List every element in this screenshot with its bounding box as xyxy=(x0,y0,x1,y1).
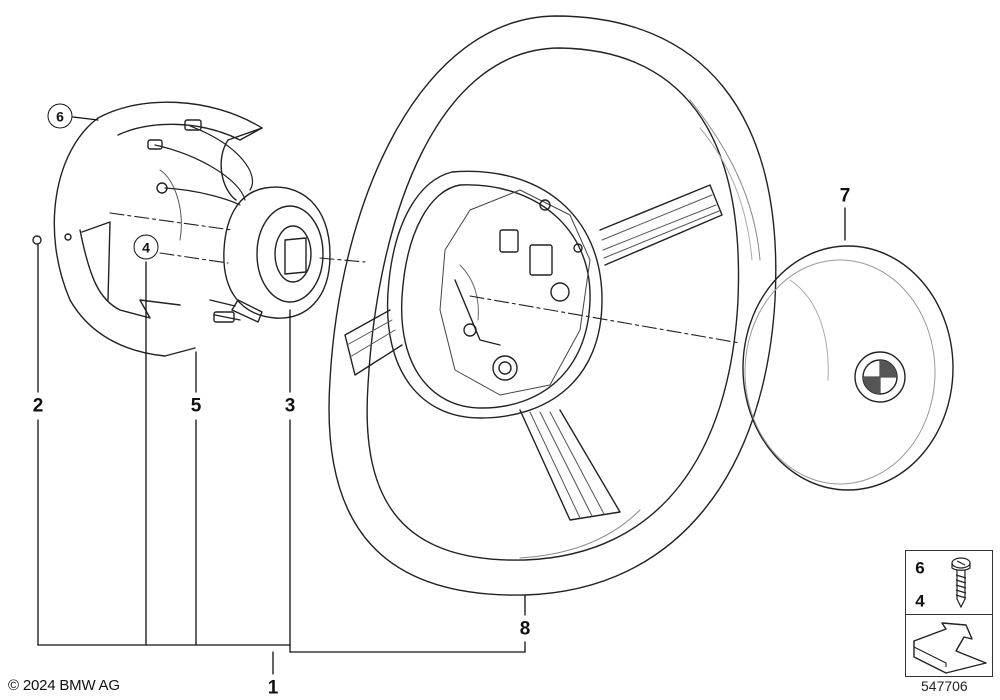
callout-8: 8 xyxy=(519,618,531,640)
callout-1: 1 xyxy=(267,677,279,699)
inset-label-bottom: 4 xyxy=(915,591,925,611)
diagram-id-number: 547706 xyxy=(921,678,968,694)
screw-icon xyxy=(951,557,971,609)
clock-spring-part xyxy=(209,186,331,323)
inset-divider xyxy=(906,614,992,615)
copyright-text: © 2024 BMW AG xyxy=(8,677,120,694)
steering-wheel-part xyxy=(328,15,777,596)
callout-5: 5 xyxy=(190,395,202,417)
fastener-legend-inset: 6 4 xyxy=(905,550,993,677)
direction-arrow-icon xyxy=(913,622,987,674)
airbag-module-part xyxy=(742,245,954,491)
callout-2: 2 xyxy=(32,395,44,417)
leader-lines xyxy=(37,116,846,675)
callout-7: 7 xyxy=(839,185,851,207)
inset-label-top: 6 xyxy=(915,558,925,578)
axis-lines xyxy=(109,212,741,344)
callout-4: 4 xyxy=(133,234,159,260)
callout-3: 3 xyxy=(284,395,296,417)
steering-column-cover-part xyxy=(32,101,263,357)
callout-6: 6 xyxy=(47,103,73,129)
